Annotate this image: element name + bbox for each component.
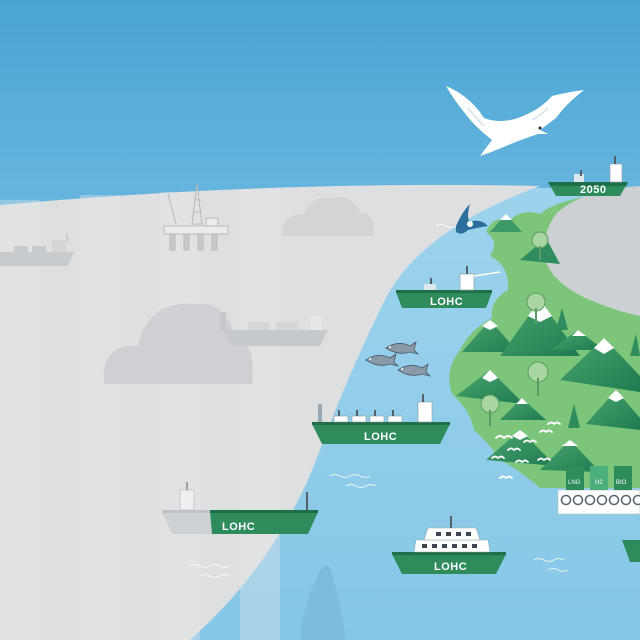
- tank-bio-label: BIO: [616, 480, 627, 486]
- water-ripples: [189, 224, 569, 578]
- ship-2050: 2050: [548, 156, 628, 196]
- swallow-icon: [456, 204, 488, 234]
- fog-region: [0, 184, 540, 640]
- oil-rig-icon: [163, 183, 229, 251]
- tree-icons: [480, 231, 640, 428]
- bird-flock-icons: [491, 421, 561, 480]
- lohc-ship-1: LOHC: [396, 266, 501, 308]
- lohc-ferry-4: LOHC: [392, 516, 506, 574]
- fog-strips: [0, 190, 280, 640]
- lohc-ship-2-label: LOHC: [364, 431, 397, 443]
- cloud-icon: [103, 303, 253, 384]
- cloud-icon: [282, 197, 375, 236]
- lohc-ship-2: LOHC: [312, 394, 450, 444]
- ghost-cargo-ship-left: [0, 234, 74, 266]
- tank-lng-label: LNG: [568, 480, 581, 486]
- lohc-ship-3-label: LOHC: [222, 521, 255, 533]
- tank-h2-label: H2: [595, 480, 603, 486]
- lohc-ship-1-label: LOHC: [430, 296, 463, 308]
- green-ship-edge: [622, 540, 640, 562]
- seagull-icon: [446, 86, 584, 156]
- fuel-depot: LNG H2 BIO: [557, 466, 640, 515]
- whale-silhouette: [300, 565, 346, 640]
- ship-2050-label: 2050: [580, 184, 606, 196]
- fish-school-icons: [365, 341, 432, 377]
- lohc-ferry-4-label: LOHC: [434, 561, 467, 573]
- mountain-range: [456, 214, 640, 472]
- fog-over-land: [544, 186, 640, 316]
- ghost-cargo-ship-middle: [220, 312, 328, 346]
- lohc-ship-3: LOHC: [162, 482, 318, 534]
